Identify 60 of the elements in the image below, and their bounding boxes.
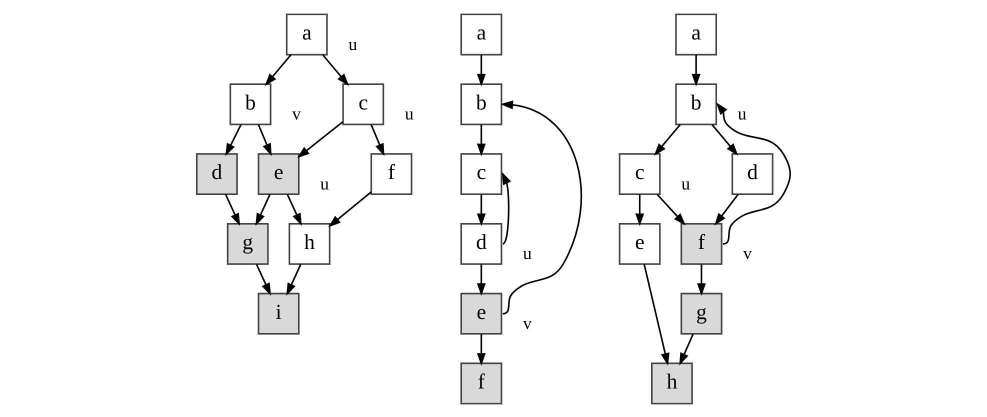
node-box: c — [460, 152, 502, 195]
node-label: u — [522, 242, 532, 263]
arrow — [328, 190, 372, 227]
node-box: f — [370, 152, 412, 195]
arrow — [654, 124, 681, 156]
node-box: e — [618, 222, 661, 264]
arrow — [225, 124, 242, 156]
node-box: b — [230, 82, 272, 125]
arrow — [264, 54, 292, 86]
node-box: h — [651, 362, 693, 404]
node-label: u — [738, 103, 746, 124]
node-box: g — [680, 292, 722, 334]
arrow — [255, 194, 271, 226]
node-box: c — [618, 152, 661, 195]
node-box: h — [288, 222, 330, 264]
node-box: f — [680, 222, 722, 264]
node-box: a — [460, 13, 502, 55]
arrow — [476, 334, 486, 366]
node-label: u — [681, 172, 690, 193]
arrow — [322, 54, 349, 86]
arrow — [286, 263, 302, 296]
arrow — [224, 194, 240, 226]
node-label: v — [743, 242, 752, 263]
arrow — [476, 194, 486, 226]
node-label: u — [320, 172, 329, 193]
arrow — [500, 100, 582, 314]
node-box: d — [196, 152, 238, 195]
arrow — [258, 124, 272, 156]
node-box: d — [460, 222, 502, 264]
arrow — [297, 120, 344, 158]
node-label: v — [522, 312, 532, 332]
node-label: u — [404, 103, 414, 124]
node-box: a — [675, 13, 718, 55]
node-box: g — [226, 222, 269, 264]
node-box: b — [460, 82, 502, 125]
arrow — [656, 193, 686, 225]
node-label: u — [348, 33, 358, 54]
arrow — [502, 171, 512, 244]
arrow — [476, 124, 486, 156]
arrow — [697, 264, 706, 296]
arrow — [286, 194, 302, 226]
node-box: e — [460, 292, 502, 334]
node-box: c — [342, 82, 384, 125]
arrow — [370, 124, 384, 156]
arrow — [679, 333, 694, 365]
arrow — [476, 54, 486, 86]
arrow — [643, 264, 670, 366]
node-box: f — [460, 362, 502, 404]
node-box: e — [258, 152, 300, 195]
node-label: v — [292, 103, 301, 124]
arrow — [692, 54, 701, 86]
node-box: b — [675, 82, 718, 125]
node-box: d — [732, 152, 774, 195]
arrow — [635, 194, 644, 226]
arrow — [714, 194, 739, 226]
arrow — [476, 264, 486, 296]
arrow — [256, 263, 271, 296]
node-box: i — [258, 292, 300, 334]
arrow — [711, 124, 738, 156]
node-box: a — [286, 13, 328, 55]
